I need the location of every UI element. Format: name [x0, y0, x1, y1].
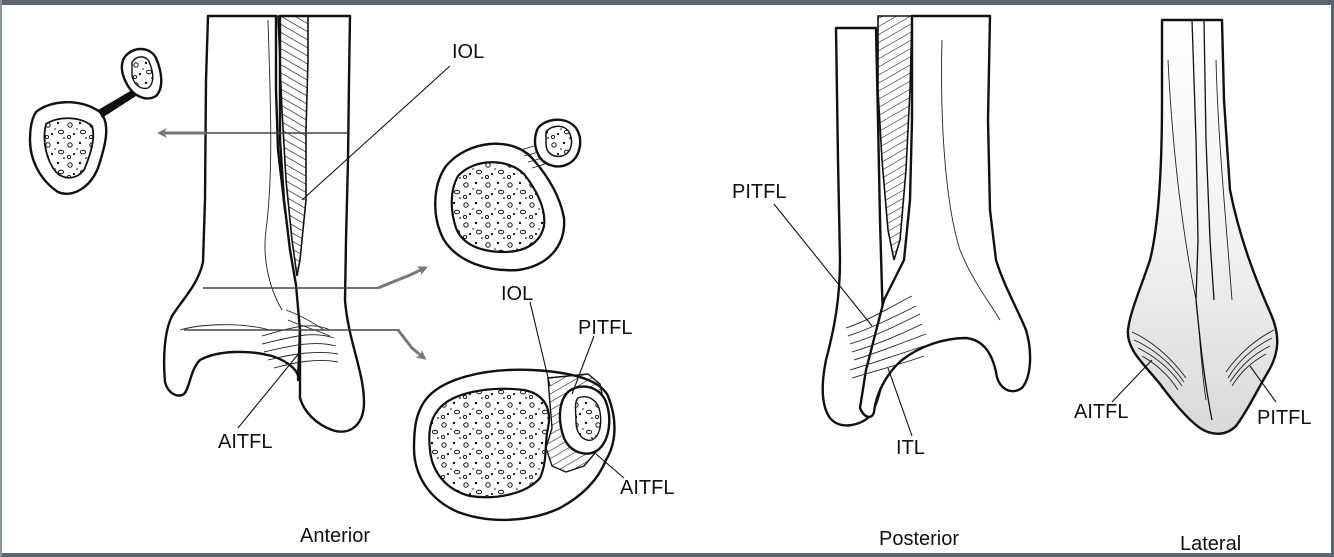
- label-aitfl-anterior: AITFL: [218, 431, 272, 453]
- posterior-interosseous-membrane: [877, 15, 913, 261]
- anterior-interosseous-membrane: [277, 15, 309, 277]
- lateral-center-groove: [1195, 299, 1213, 421]
- leader-aitfl-anterior: [237, 351, 301, 429]
- lateral-ridge-left: [1167, 59, 1207, 401]
- lateral-fibula-line-right: [1203, 19, 1215, 301]
- posterior-view: [821, 14, 1032, 427]
- leader-lines: [237, 65, 1277, 479]
- label-iol-top: IOL: [452, 41, 484, 63]
- upper-section-fibula-cancellous: [131, 56, 154, 90]
- caption-posterior: Posterior: [879, 528, 959, 550]
- lateral-view: [1126, 18, 1279, 435]
- anterior-view: [162, 14, 400, 433]
- label-pitfl-lateral: PITFL: [1257, 407, 1311, 429]
- posterior-tibia-outline: [858, 14, 1032, 419]
- anterior-tibia-malleolus-line: [179, 324, 271, 331]
- caption-anterior: Anterior: [300, 525, 370, 547]
- cross-section-upper: [28, 47, 163, 195]
- middle-section-tibia-cancellous: [450, 161, 546, 254]
- leader-pitfl-section: [571, 335, 595, 395]
- leader-iol-section: [529, 301, 551, 387]
- lower-section-fibula-cancellous: [574, 396, 602, 441]
- frame-bottom-border: [0, 553, 1334, 557]
- arrow-to-lower-section: [396, 329, 427, 360]
- leader-aitfl-section: [595, 453, 625, 479]
- label-iol-section: IOL: [501, 283, 533, 305]
- cross-section-lower: [412, 368, 616, 522]
- captions: Anterior Posterior Lateral: [300, 525, 1241, 555]
- label-aitfl-lateral: AITFL: [1074, 401, 1128, 423]
- upper-section-tibia-cancellous: [43, 117, 95, 179]
- posterior-tibia-ridge: [941, 39, 1001, 321]
- lateral-ridge-right: [1215, 59, 1233, 301]
- frame-right-border: [1331, 0, 1334, 557]
- section-arrows: [157, 128, 428, 360]
- label-pitfl-posterior: PITFL: [732, 181, 786, 203]
- label-itl-posterior: ITL: [896, 437, 925, 459]
- lower-section-tibia-cancellous: [428, 387, 551, 499]
- lateral-pitfl-ligament: [1225, 329, 1275, 387]
- leader-iol-top: [301, 65, 451, 201]
- leader-itl-posterior: [887, 367, 913, 437]
- cross-section-middle: [434, 118, 582, 272]
- labels: IOL AITFL IOL PITFL AITFL PITFL ITL AITF…: [218, 41, 1311, 499]
- label-pitfl-section: PITFL: [578, 317, 632, 339]
- arrow-to-middle-section: [377, 266, 428, 290]
- leader-aitfl-lateral: [1111, 359, 1153, 403]
- posterior-pitfl-itl-ligaments: [845, 295, 927, 379]
- lateral-aitfl-ligament: [1131, 331, 1187, 391]
- caption-lateral: Lateral: [1180, 533, 1241, 555]
- anterior-aitfl-ligament: [261, 309, 339, 369]
- anterior-tibia-outline: [162, 14, 302, 397]
- middle-section-fibula-cancellous: [545, 125, 573, 158]
- frame-left-border: [0, 0, 2, 557]
- label-aitfl-section: AITFL: [620, 477, 674, 499]
- leader-pitfl-posterior: [773, 203, 873, 327]
- lateral-fibula-line-left: [1191, 19, 1199, 301]
- upper-section-interosseous-membrane: [98, 90, 136, 118]
- lateral-tibia-outline: [1126, 18, 1279, 435]
- leader-pitfl-lateral: [1249, 365, 1277, 403]
- frame-top-border: [0, 0, 1334, 5]
- anterior-tibia-ridge: [264, 19, 283, 311]
